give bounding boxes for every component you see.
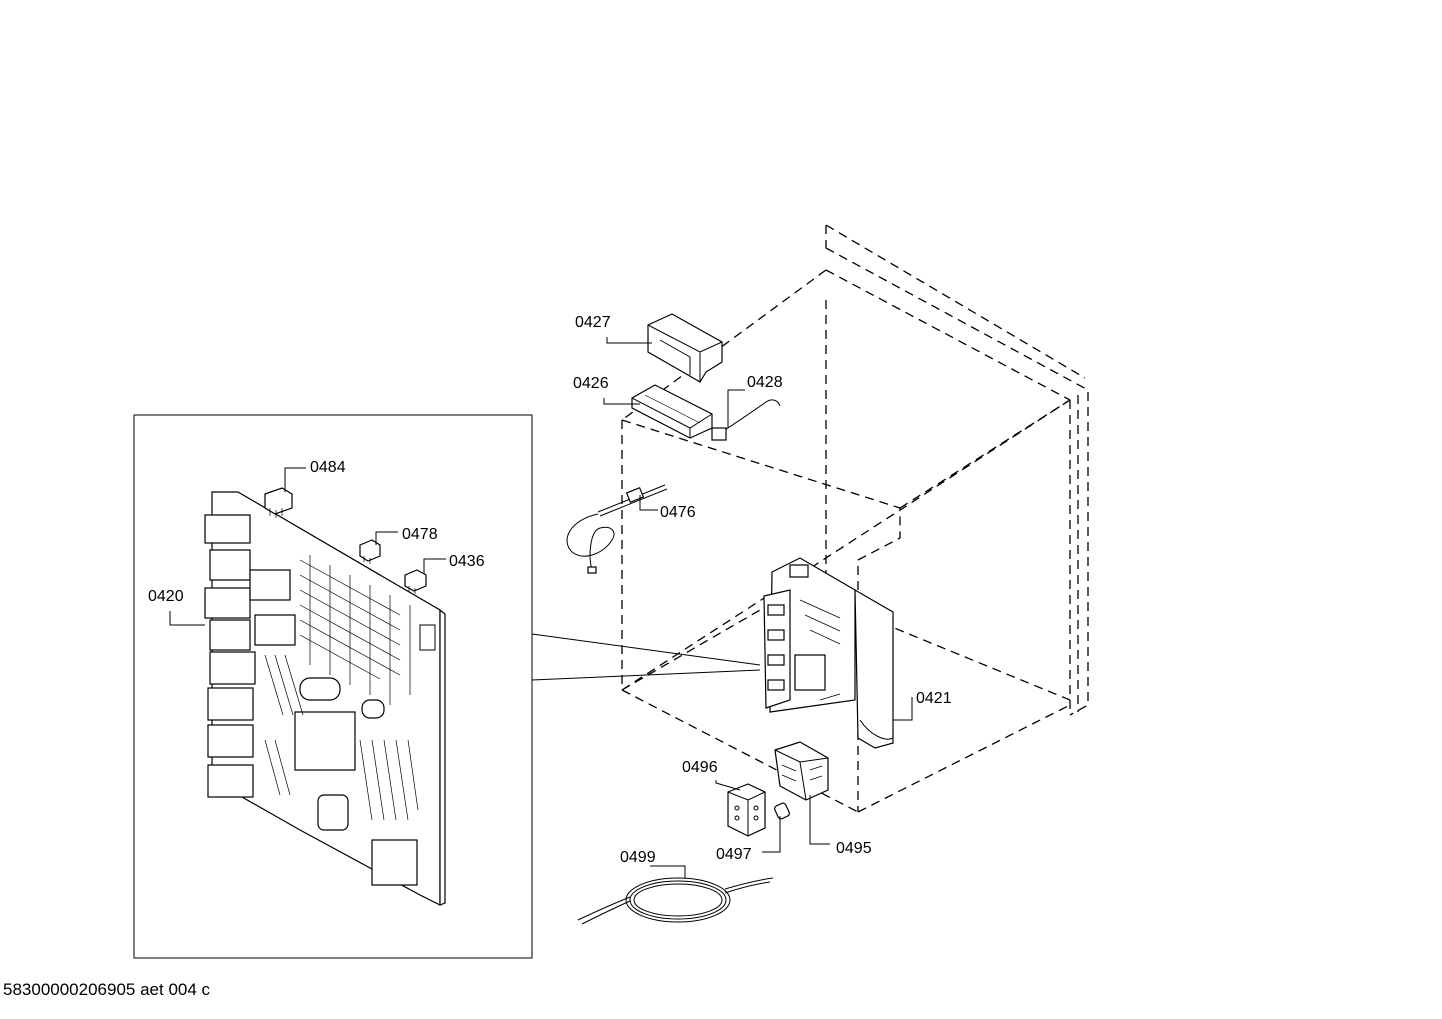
part-0420-main-board[interactable]	[204, 491, 446, 906]
part-0421-control-board[interactable]	[763, 557, 894, 749]
label-0496[interactable]: 0496	[682, 759, 718, 776]
part-0497-fuse[interactable]	[773, 802, 791, 820]
part-0478-connector[interactable]	[359, 539, 381, 564]
label-0426[interactable]: 0426	[573, 375, 609, 392]
label-0497[interactable]: 0497	[716, 846, 752, 863]
label-0427[interactable]: 0427	[575, 314, 611, 331]
label-0420[interactable]: 0420	[148, 588, 184, 605]
label-0499[interactable]: 0499	[620, 849, 656, 866]
part-0499-cable-coil[interactable]	[577, 877, 774, 925]
leader-lines	[169, 337, 913, 878]
part-0496-relay[interactable]	[727, 783, 766, 837]
drawing-id-footer: 58300000206905 aet 004 c	[3, 980, 211, 999]
label-0421[interactable]: 0421	[916, 690, 952, 707]
label-0484[interactable]: 0484	[310, 459, 346, 476]
part-0428-cable[interactable]	[711, 399, 781, 441]
part-0495-connector-block[interactable]	[774, 741, 829, 801]
part-0476-sensor[interactable]	[566, 484, 668, 574]
label-0478[interactable]: 0478	[402, 526, 438, 543]
detail-inset	[133, 414, 761, 959]
part-labels: 0427 0426 0428 0476 0484 0478 0436 0420 …	[148, 314, 952, 866]
label-0428[interactable]: 0428	[747, 374, 783, 391]
part-0427-cover[interactable]	[647, 313, 723, 383]
label-0476[interactable]: 0476	[660, 504, 696, 521]
part-0436-connector[interactable]	[404, 569, 427, 594]
part-0426-connector-housing[interactable]	[631, 384, 713, 439]
label-0495[interactable]: 0495	[836, 840, 872, 857]
label-0436[interactable]: 0436	[449, 553, 485, 570]
part-0484-connector[interactable]	[264, 487, 293, 518]
